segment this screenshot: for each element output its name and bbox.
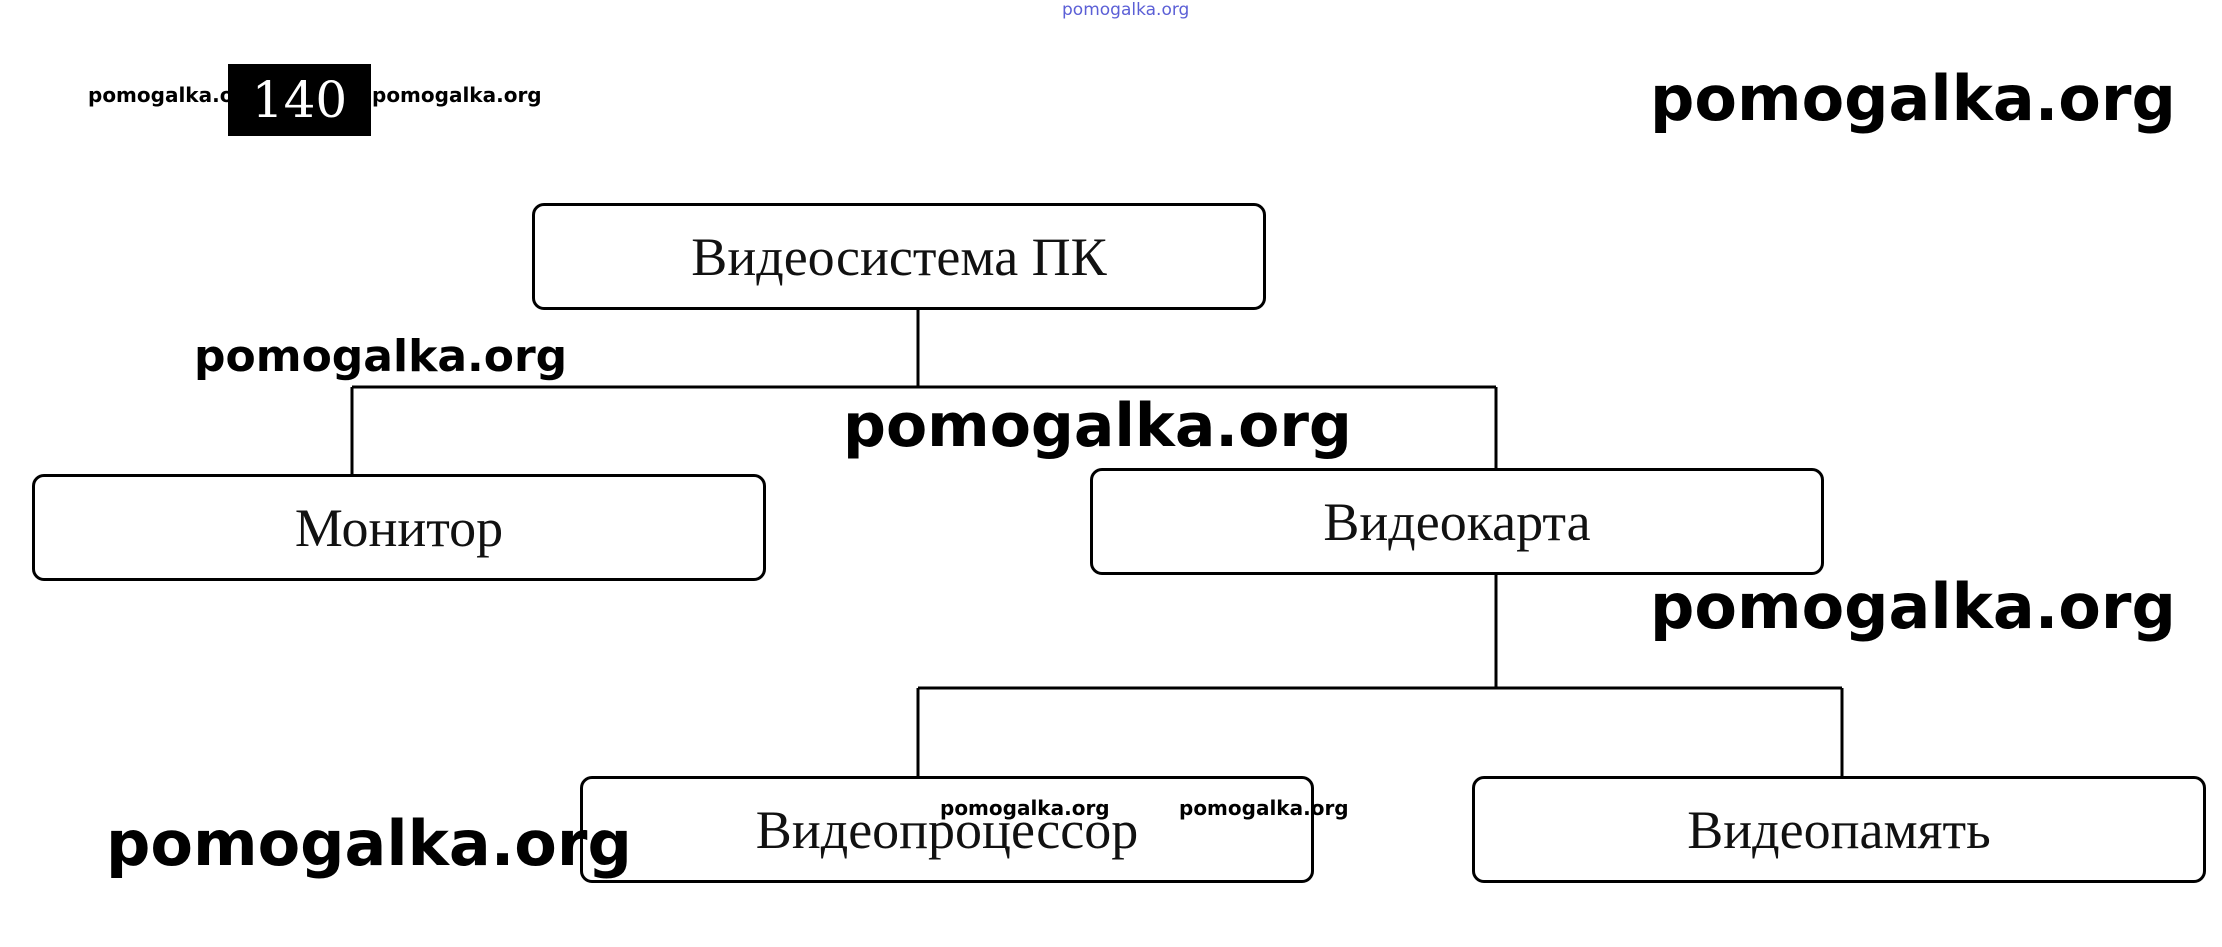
watermark-medium: pomogalka.org (843, 391, 1352, 461)
node-monitor: Монитор (32, 474, 766, 581)
node-video-card: Видеокарта (1090, 468, 1824, 575)
node-video-system: Видеосистема ПК (532, 203, 1266, 310)
watermark-small: pomogalka.org (940, 796, 1110, 820)
watermark-small: pomogalka.org (1179, 796, 1349, 820)
watermark-small: pomogalka.org (372, 83, 542, 107)
watermark-medium: pomogalka.org (194, 331, 568, 382)
node-video-memory: Видеопамять (1472, 776, 2206, 883)
watermark-large: pomogalka.org (1650, 570, 2176, 643)
watermark-large: pomogalka.org (106, 807, 632, 880)
watermark-top: pomogalka.org (1062, 0, 1190, 20)
watermark-small: pomogalka.org (88, 83, 258, 107)
node-video-processor: Видеопроцессор (580, 776, 1314, 883)
watermark-large: pomogalka.org (1650, 62, 2176, 135)
page-number-badge: 140 (228, 64, 371, 136)
